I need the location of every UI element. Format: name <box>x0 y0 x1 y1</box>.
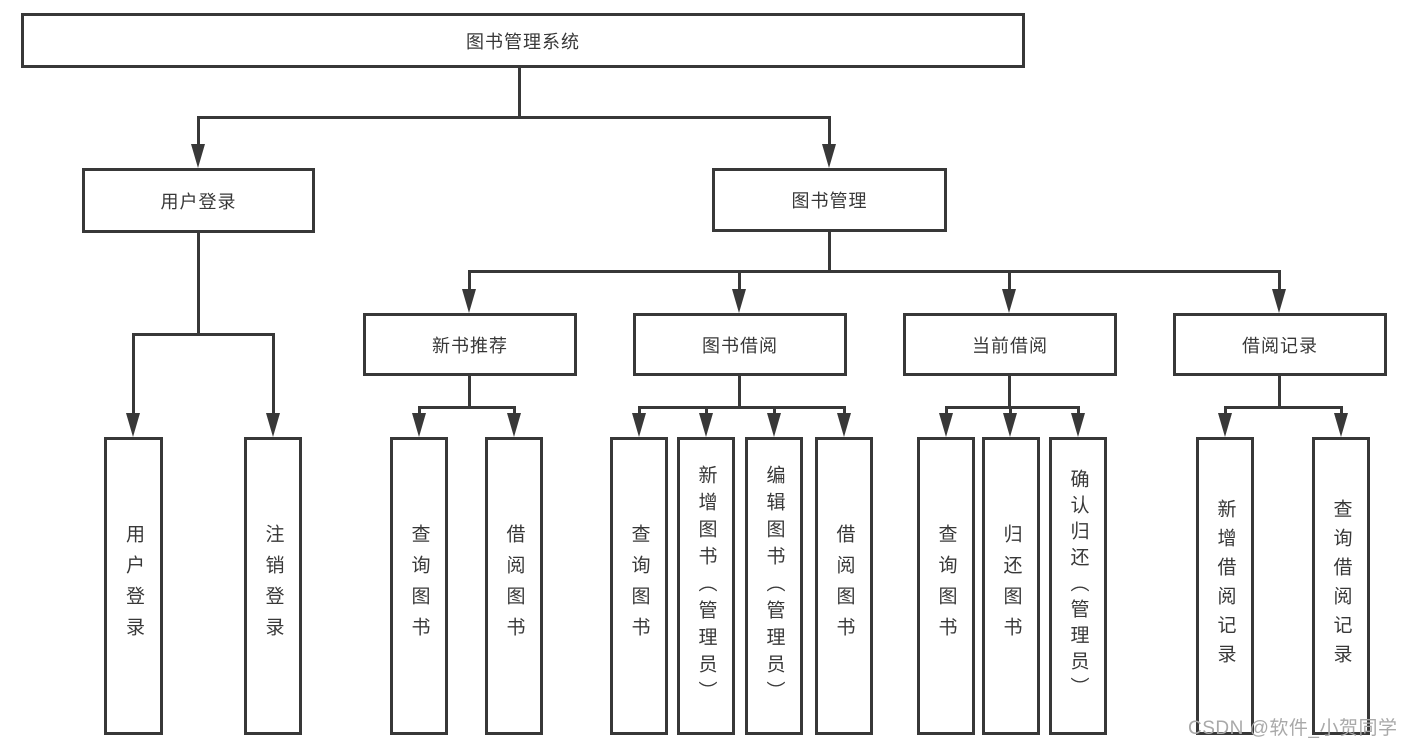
leaf-borrow-books-recommend: 借阅图书 <box>485 437 543 735</box>
arrow-leaf-add-books-icon <box>699 413 713 437</box>
connector-new-book-stem <box>468 376 471 408</box>
arrow-leaf-add-record-icon <box>1218 413 1232 437</box>
connector-to-leaf-borrow-recommend <box>513 406 516 418</box>
node-borrowing-records: 借阅记录 <box>1173 313 1387 376</box>
connector-borrowing-records-hbar <box>1224 406 1342 409</box>
node-library-management-system: 图书管理系统 <box>21 13 1025 68</box>
arrow-leaf-query-borrowing-icon <box>632 413 646 437</box>
leaf-query-books-borrowing: 查询图书 <box>610 437 668 735</box>
connector-to-leaf-user-login <box>132 333 135 418</box>
connector-book-borrowing-hbar <box>638 406 846 409</box>
leaf-return-books: 归还图书 <box>982 437 1040 735</box>
leaf-logout: 注销登录 <box>244 437 302 735</box>
connector-to-leaf-query-current <box>945 406 948 418</box>
connector-root-hbar <box>197 116 831 119</box>
connector-to-book-borrowing <box>738 270 741 294</box>
connector-user-login-stem <box>197 233 200 336</box>
leaf-borrow-books-borrowing: 借阅图书 <box>815 437 873 735</box>
connector-new-book-hbar <box>418 406 516 409</box>
leaf-confirm-return-admin: 确认归还（管理员） <box>1049 437 1107 735</box>
leaf-edit-books-admin: 编辑图书（管理员） <box>745 437 803 735</box>
leaf-add-books-admin: 新增图书（管理员） <box>677 437 735 735</box>
connector-to-leaf-logout <box>272 333 275 418</box>
arrow-current-borrowing-icon <box>1002 289 1016 313</box>
arrow-user-login-icon <box>191 144 205 168</box>
leaf-query-books-current: 查询图书 <box>917 437 975 735</box>
connector-to-user-login <box>197 116 200 148</box>
leaf-query-books-recommend: 查询图书 <box>390 437 448 735</box>
csdn-watermark: CSDN @软件_小贺同学 <box>1188 718 1398 739</box>
arrow-leaf-borrow-books-icon <box>837 413 851 437</box>
arrow-borrowing-records-icon <box>1272 289 1286 313</box>
connector-current-borrowing-hbar <box>945 406 1080 409</box>
connector-to-leaf-query-borrowing <box>638 406 641 418</box>
connector-current-borrowing-stem <box>1008 376 1011 408</box>
connector-to-leaf-add-record <box>1224 406 1227 418</box>
node-new-book-recommendation: 新书推荐 <box>363 313 577 376</box>
arrow-leaf-return-books-icon <box>1003 413 1017 437</box>
connector-to-leaf-confirm-return <box>1077 406 1080 418</box>
arrow-book-management-icon <box>822 144 836 168</box>
arrow-leaf-query-recommend-icon <box>412 413 426 437</box>
arrow-leaf-query-record-icon <box>1334 413 1348 437</box>
node-book-borrowing: 图书借阅 <box>633 313 847 376</box>
arrow-leaf-logout-icon <box>266 413 280 437</box>
connector-to-new-book <box>468 270 471 294</box>
arrow-book-borrowing-icon <box>732 289 746 313</box>
node-current-borrowing: 当前借阅 <box>903 313 1117 376</box>
arrow-leaf-query-current-icon <box>939 413 953 437</box>
node-user-login: 用户登录 <box>82 168 315 233</box>
arrow-leaf-borrow-recommend-icon <box>507 413 521 437</box>
leaf-query-borrow-record: 查询借阅记录 <box>1312 437 1370 735</box>
connector-to-leaf-edit-books <box>773 406 776 418</box>
connector-to-book-management <box>828 116 831 148</box>
leaf-user-login: 用户登录 <box>104 437 163 735</box>
connector-user-login-hbar <box>132 333 275 336</box>
arrow-leaf-confirm-return-icon <box>1071 413 1085 437</box>
arrow-new-book-icon <box>462 289 476 313</box>
connector-to-borrowing-records <box>1278 270 1281 294</box>
connector-book-management-stem <box>828 232 831 273</box>
leaf-add-borrow-record: 新增借阅记录 <box>1196 437 1254 735</box>
connector-to-leaf-return-books <box>1009 406 1012 418</box>
connector-book-borrowing-stem <box>738 376 741 408</box>
arrow-leaf-user-login-icon <box>126 413 140 437</box>
connector-root-stem <box>518 68 521 118</box>
connector-borrowing-records-stem <box>1278 376 1281 408</box>
connector-to-leaf-borrow-books <box>843 406 846 418</box>
connector-to-leaf-add-books <box>705 406 708 418</box>
connector-to-leaf-query-recommend <box>418 406 421 418</box>
arrow-leaf-edit-books-icon <box>767 413 781 437</box>
node-book-management: 图书管理 <box>712 168 947 232</box>
connector-to-current-borrowing <box>1008 270 1011 294</box>
connector-to-leaf-query-record <box>1340 406 1343 418</box>
connector-book-management-hbar <box>468 270 1281 273</box>
